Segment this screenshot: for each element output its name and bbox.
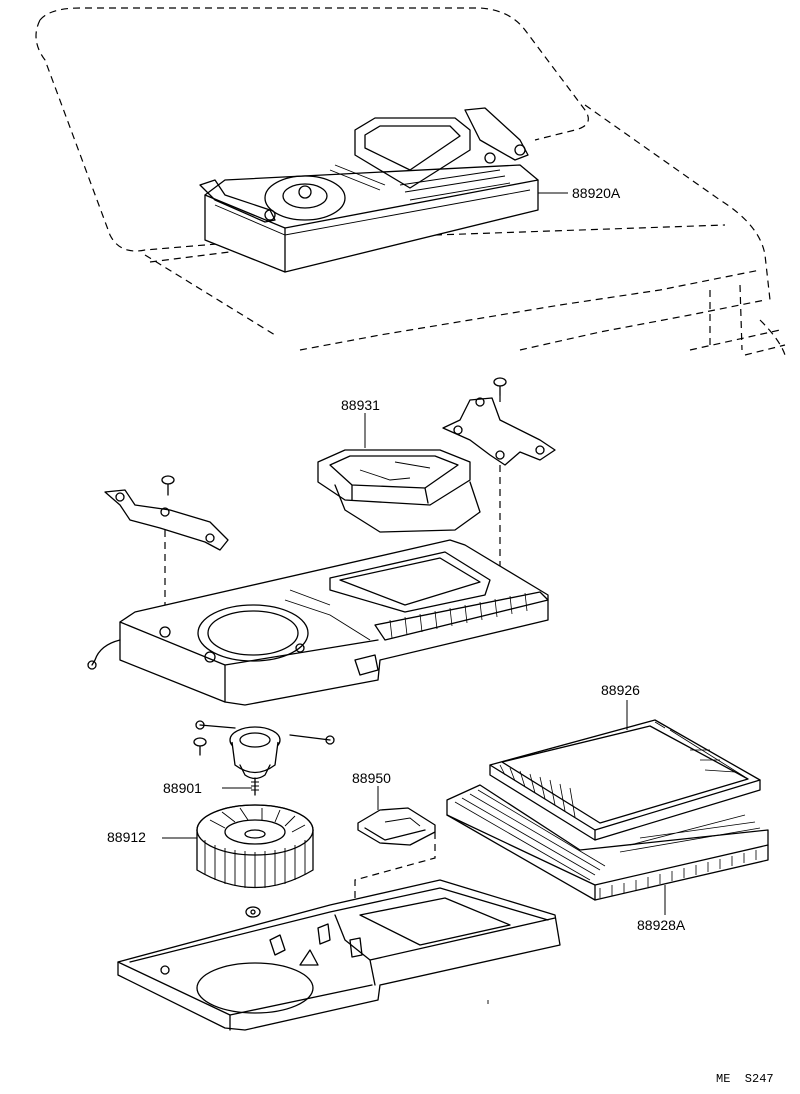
screw-motor: [193, 737, 207, 756]
label-88901: 88901: [163, 780, 202, 796]
guide-line-module: [354, 832, 436, 945]
lower-case: [117, 879, 561, 1031]
label-88912: 88912: [107, 829, 146, 845]
blower-motor-88901: [195, 720, 335, 796]
duct-seal-88931: [317, 449, 481, 533]
screw-top-right: [493, 377, 507, 396]
upper-housing: [87, 539, 549, 706]
label-88928A: 88928A: [637, 917, 686, 933]
air-filter-88926: [489, 719, 761, 841]
fan-nut: [245, 906, 261, 918]
label-88920A: 88920A: [572, 185, 621, 201]
assembly-88920A: [199, 107, 539, 273]
drawing-code: ME S247: [716, 1072, 774, 1086]
fan-wheel-88912: [196, 804, 314, 889]
left-mounting-bracket: [104, 489, 229, 551]
filter-frame-88928A: [446, 784, 769, 901]
label-88950: 88950: [352, 770, 391, 786]
label-88926: 88926: [601, 682, 640, 698]
right-mounting-bracket: [442, 397, 556, 466]
vehicle-body-outline: [35, 7, 786, 356]
screw-top-left: [161, 475, 175, 496]
label-88931: 88931: [341, 397, 380, 413]
control-module-88950: [357, 807, 436, 846]
